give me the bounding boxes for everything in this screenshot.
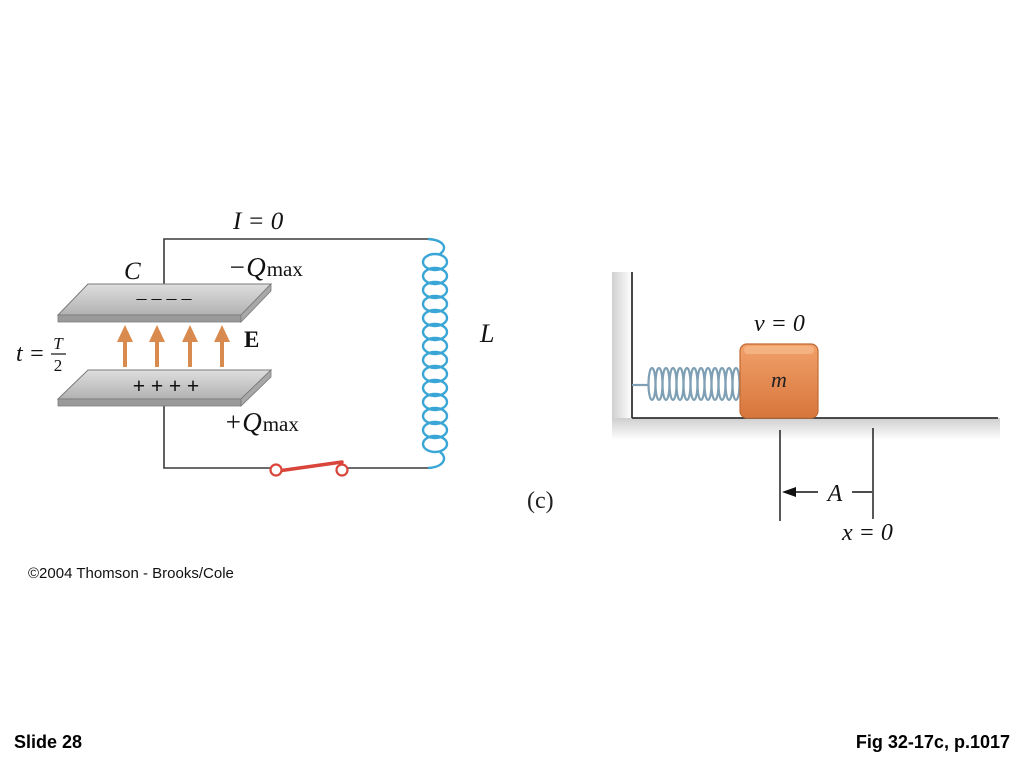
- panel-label: (c): [527, 488, 554, 514]
- spring-mass-system: m v = 0 A x = 0: [612, 272, 1000, 546]
- top-plate-signs: – – – –: [136, 287, 193, 309]
- bottom-charge-symbol: +Q: [224, 407, 262, 437]
- position-label: x = 0: [841, 520, 893, 546]
- field-arrow: [214, 325, 230, 367]
- field-arrow: [182, 325, 198, 367]
- mass-label: m: [771, 367, 787, 392]
- field-arrow: [149, 325, 165, 367]
- field-label: E: [244, 327, 259, 352]
- bottom-charge-subscript: max: [263, 412, 300, 436]
- wall: [612, 272, 632, 440]
- field-arrow: [117, 325, 133, 367]
- spring: [632, 366, 741, 402]
- inductor-label: L: [479, 319, 494, 348]
- top-wire: [163, 238, 432, 300]
- electric-field-arrows: [117, 325, 230, 367]
- time-prefix: t =: [16, 341, 45, 367]
- slide-number: Slide 28: [14, 732, 83, 752]
- figure-reference: Fig 32-17c, p.1017: [855, 732, 1010, 752]
- copyright-notice: ©2004 Thomson - Brooks/Cole: [28, 565, 234, 582]
- time-denominator: 2: [54, 356, 63, 375]
- top-charge-label: −Qmax: [228, 252, 303, 282]
- switch: [269, 460, 349, 477]
- bottom-wire: [163, 405, 432, 469]
- top-charge-subscript: max: [267, 257, 304, 281]
- time-numerator: T: [53, 334, 64, 353]
- amplitude-label: A: [826, 481, 843, 507]
- top-charge-symbol: −Q: [228, 252, 266, 282]
- bottom-charge-label: +Qmax: [224, 407, 299, 437]
- bottom-plate-signs: + + + +: [133, 373, 200, 398]
- amplitude-indicator: A: [779, 428, 874, 521]
- velocity-label: v = 0: [754, 311, 805, 337]
- current-label: I = 0: [232, 208, 284, 235]
- mass-block: m: [739, 343, 819, 419]
- capacitor-label: C: [124, 258, 141, 285]
- time-label: t = T 2: [16, 334, 66, 375]
- lc-circuit: – – – – + + + +: [16, 208, 494, 477]
- inductor-coil: [421, 237, 449, 470]
- capacitor-top-plate: [56, 283, 273, 323]
- floor: [612, 418, 1000, 440]
- capacitor-bottom-plate: [56, 369, 273, 407]
